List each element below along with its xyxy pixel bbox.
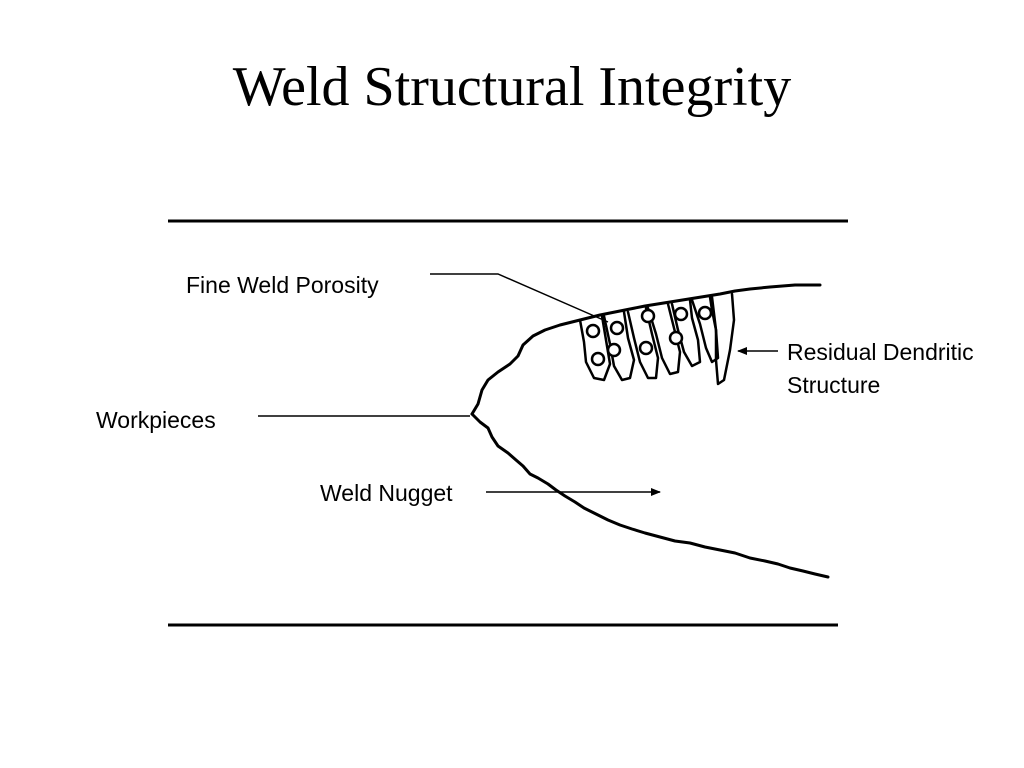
weld-profile-lower xyxy=(470,412,830,579)
dendritic-structure xyxy=(578,292,736,386)
porosity-leader-line xyxy=(430,273,609,323)
pore xyxy=(640,308,656,324)
weld-nugget-label: Weld Nugget xyxy=(320,480,453,506)
slide-title: Weld Structural Integrity xyxy=(232,56,792,118)
pore xyxy=(609,320,625,336)
pore xyxy=(697,305,713,321)
pore xyxy=(673,306,689,322)
workpieces-label: Workpieces xyxy=(96,407,216,433)
weld-pores xyxy=(585,305,713,367)
pore xyxy=(585,323,601,339)
fine-weld-porosity-label: Fine Weld Porosity xyxy=(186,272,379,298)
residual-dendritic-label-line1: Residual Dendritic xyxy=(787,339,974,365)
residual-dendritic-label-line2: Structure xyxy=(787,372,880,398)
pore xyxy=(590,351,606,367)
pore xyxy=(638,340,654,356)
pore xyxy=(668,330,684,346)
pore xyxy=(606,342,622,358)
